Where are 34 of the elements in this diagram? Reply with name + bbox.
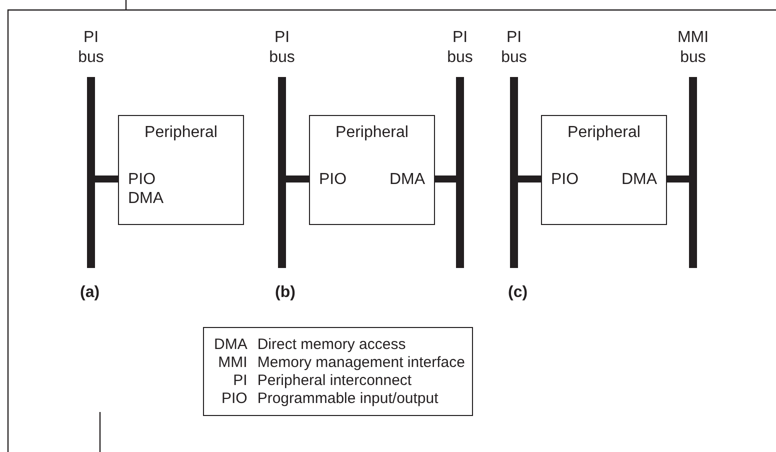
abbreviation: PIO [220,390,248,407]
abbreviation-table [203,327,473,416]
bus-label: MMI bus [676,28,710,68]
bus-connection [435,176,456,182]
bus-connection [667,176,689,182]
peripheral-title: Peripheral [566,124,642,142]
peripheral-box [118,115,244,225]
port-label: DMA [621,171,657,189]
port-label: DMA [389,171,425,189]
bus-label: PI bus [446,28,474,68]
port-label: PIO [319,171,347,189]
peripheral-title: Peripheral [144,124,218,142]
port-label: PIO [128,171,156,189]
abbreviation-definition: Memory management interface [257,354,465,371]
bus-connection [286,176,309,182]
port-label: DMA [128,190,164,208]
peripheral-title: Peripheral [334,124,410,142]
abbreviation-definition: Direct memory access [257,336,407,353]
abbreviation-definition: Peripheral interconnect [257,372,413,389]
bus-label: PI bus [500,28,528,68]
panel-caption: (a) [80,284,100,302]
panel-caption: (b) [275,284,296,302]
bus-label: PI bus [268,28,296,68]
abbreviation: PI [232,372,248,389]
bus-label: PI bus [77,28,105,68]
abbreviation: MMI [217,354,248,371]
port-label: PIO [551,171,579,189]
abbreviation-definition: Programmable input/output [257,390,440,407]
abbreviation: DMA [214,336,248,353]
bus-connection [95,176,118,182]
peripheral-box [541,115,667,225]
peripheral-box [309,115,435,225]
bus-connection [518,176,541,182]
panel-caption: (c) [508,284,528,302]
